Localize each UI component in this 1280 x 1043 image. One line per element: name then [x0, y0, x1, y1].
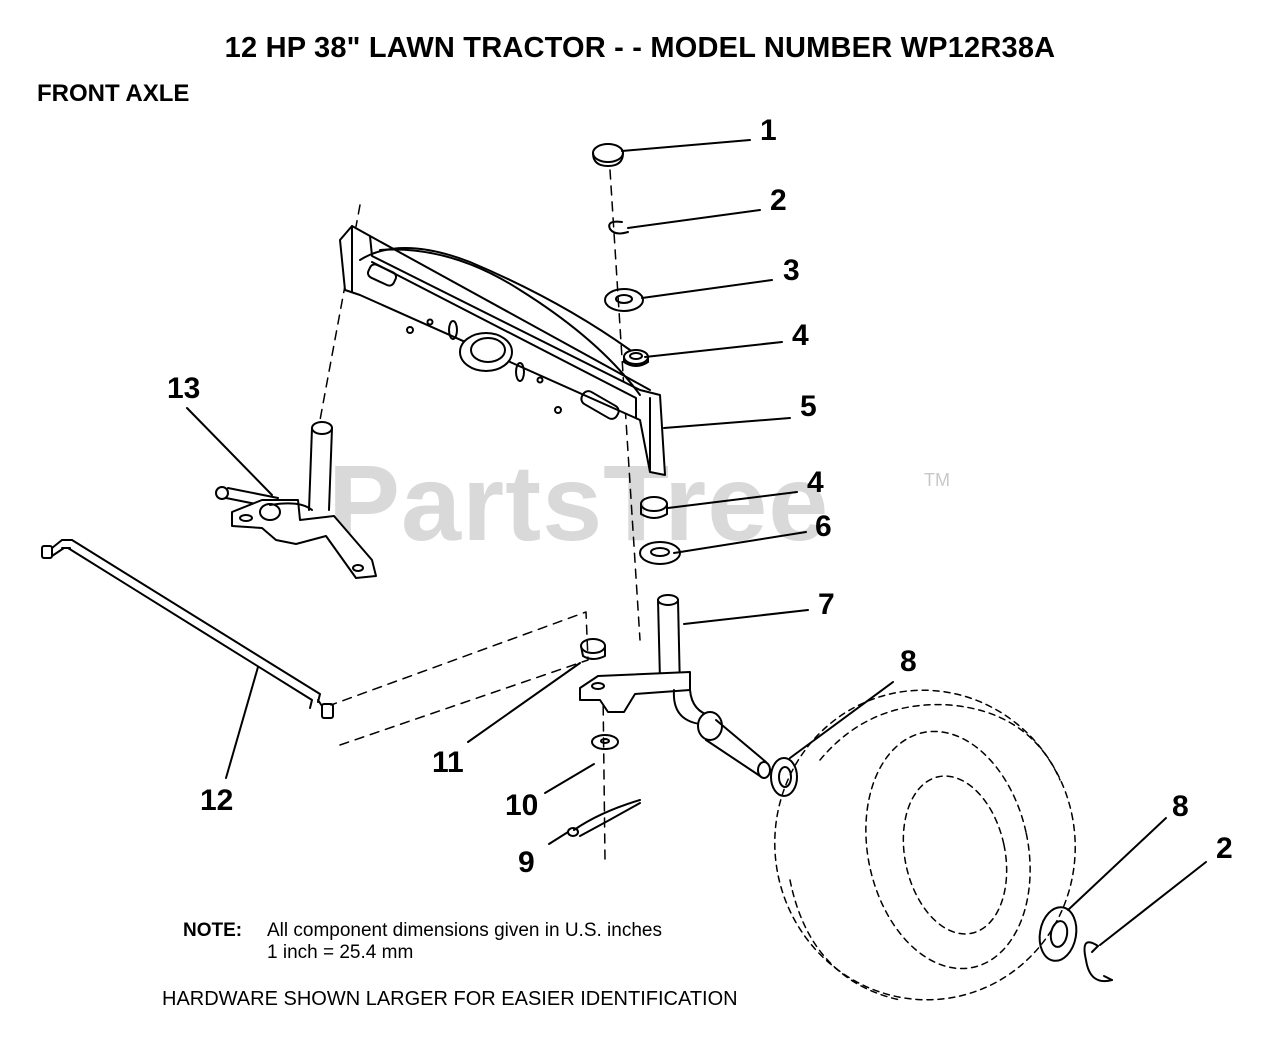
spindle-right: [579, 594, 771, 779]
front-axle-beam: [339, 225, 666, 476]
callout-3: 3: [783, 254, 800, 287]
bushing-upper: [623, 349, 649, 367]
washer-wheel-outer: [1038, 906, 1078, 962]
e-ring-upper: [608, 220, 629, 235]
cotter-pin: [567, 799, 641, 837]
callout-13: 13: [167, 372, 201, 405]
callout-11: 11: [432, 746, 464, 779]
callout-10: 10: [505, 789, 539, 822]
note-line-1: All component dimensions given in U.S. i…: [267, 920, 662, 941]
callout-2: 2: [770, 184, 787, 217]
callout-5: 5: [800, 390, 817, 423]
washer-lower: [639, 541, 681, 565]
callout-4-lower: 4: [807, 466, 824, 499]
diagram-title: 12 HP 38" LAWN TRACTOR - - MODEL NUMBER …: [224, 32, 1056, 64]
washer-spindle: [770, 757, 798, 797]
bushing-left-spindle: [580, 638, 606, 660]
callout-4: 4: [792, 319, 809, 352]
callout-1: 1: [760, 114, 777, 147]
hardware-note: HARDWARE SHOWN LARGER FOR EASIER IDENTIF…: [162, 988, 738, 1010]
callout-2-wheel: 2: [1216, 832, 1233, 865]
axle-cap: [592, 143, 624, 167]
leader-lines: [186, 139, 1207, 946]
callout-6: 6: [815, 510, 832, 543]
note-label: NOTE:: [183, 920, 243, 941]
washer-small: [591, 734, 619, 750]
front-wheel-outline: [774, 689, 1076, 1001]
tie-rod: [41, 539, 334, 719]
partstree-watermark: PartsTree: [328, 442, 830, 563]
callout-7: 7: [818, 588, 835, 621]
section-title: FRONT AXLE: [37, 80, 190, 107]
callout-8: 8: [900, 645, 917, 678]
callout-8-wheel: 8: [1172, 790, 1189, 823]
spindle-left: [215, 421, 377, 579]
washer-upper: [604, 288, 644, 312]
note-line-2: 1 inch = 25.4 mm: [267, 942, 414, 963]
callout-9: 9: [518, 846, 535, 879]
dimension-note: NOTE: All component dimensions given in U…: [183, 920, 662, 964]
bushing-lower: [640, 496, 668, 519]
e-ring-wheel: [1083, 941, 1113, 982]
trademark-symbol: TM: [924, 470, 950, 490]
callout-12: 12: [200, 784, 234, 817]
